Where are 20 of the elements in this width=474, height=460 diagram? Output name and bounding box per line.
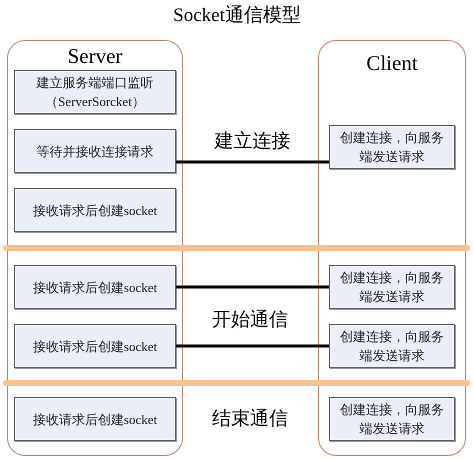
process-box: 创建连接，向服务端发送请求 bbox=[329, 324, 455, 368]
lane-heading: Client bbox=[365, 53, 419, 74]
connector-line bbox=[176, 344, 329, 348]
phase-label: 结束通信 bbox=[212, 410, 288, 428]
connector-line bbox=[176, 160, 329, 164]
swimlane-panel bbox=[318, 40, 466, 456]
phase-label: 开始通信 bbox=[212, 310, 288, 330]
process-box: 创建连接，向服务端发送请求 bbox=[329, 125, 455, 169]
process-box: 接收请求后创建socket bbox=[14, 188, 176, 232]
process-box: 创建连接，向服务端发送请求 bbox=[329, 265, 455, 309]
process-box: 等待并接收连接请求 bbox=[14, 129, 176, 173]
lane-heading: Server bbox=[66, 46, 124, 67]
process-box: 创建连接，向服务端发送请求 bbox=[329, 397, 455, 441]
swimlane-panel bbox=[7, 40, 183, 456]
diagram-title: Socket通信模型 bbox=[172, 6, 302, 25]
process-box: 接收请求后创建socket bbox=[14, 265, 176, 309]
connector-line bbox=[176, 286, 329, 288]
process-box: 建立服务端端口监听（ServerSorcket） bbox=[14, 70, 176, 114]
process-box: 接收请求后创建socket bbox=[14, 324, 176, 368]
process-box: 接收请求后创建socket bbox=[14, 397, 176, 441]
